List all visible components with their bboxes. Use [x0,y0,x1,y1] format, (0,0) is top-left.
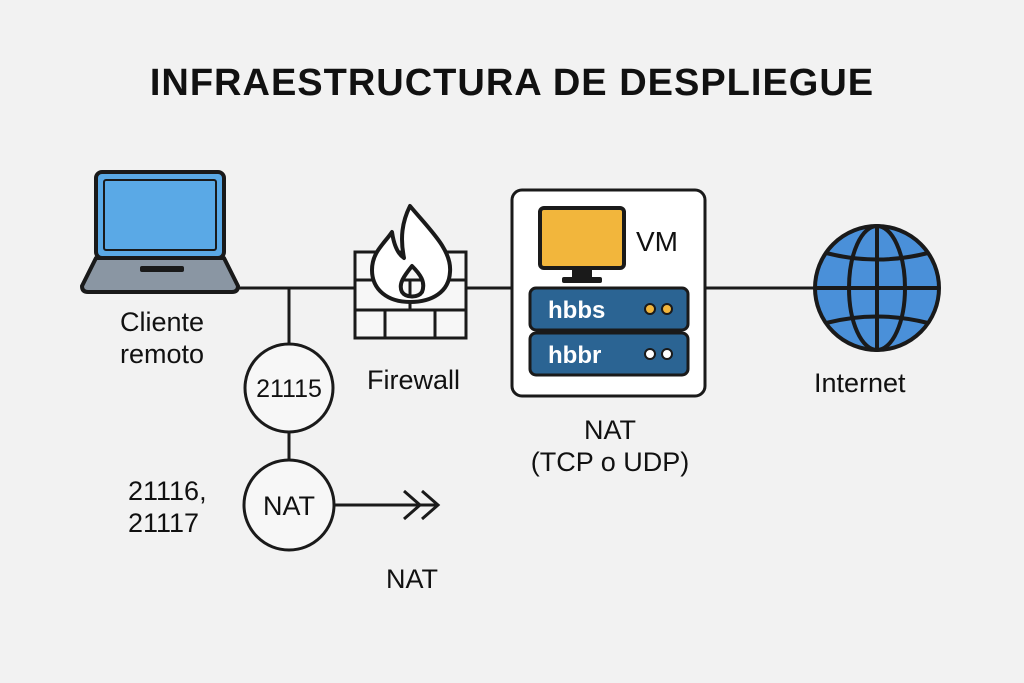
page-title: INFRAESTRUCTURA DE DESPLIEGUE [149,62,875,104]
nat-circle-label: NAT [263,491,315,521]
vm-caption-line2: (TCP o UDP) [530,447,690,477]
arrow-head-1 [403,489,423,521]
vm-caption-line1: NAT [584,415,636,445]
ports-text-line2: 21117 [128,508,200,538]
server-icon [528,286,690,377]
port-circle [243,342,335,434]
server-hbbs-label: hbbs [548,297,605,324]
firewall-label: Firewall [367,365,461,395]
client-label: Cliente remoto [96,306,228,370]
port-circle-label: 21115 [256,375,322,403]
ports-text-line1: 21116, [128,476,207,506]
laptop-icon [80,170,240,294]
client-label-line2: remoto [119,339,205,369]
arrow-head-2 [421,489,441,521]
vm-label: VM [636,226,678,257]
server-hbbr-label: hbbr [548,342,601,369]
monitor-icon [538,206,626,283]
ports-text: 21116, 21117 [128,475,207,539]
flame-icon [370,204,453,304]
connection-lines [180,286,815,521]
nat-arrow-label: NAT [386,564,438,594]
client-label-line1: Cliente [119,307,205,337]
vm-caption: NAT (TCP o UDP) [505,414,715,478]
nat-circle [242,458,336,552]
globe-icon [813,224,941,352]
internet-label: Internet [814,368,906,398]
